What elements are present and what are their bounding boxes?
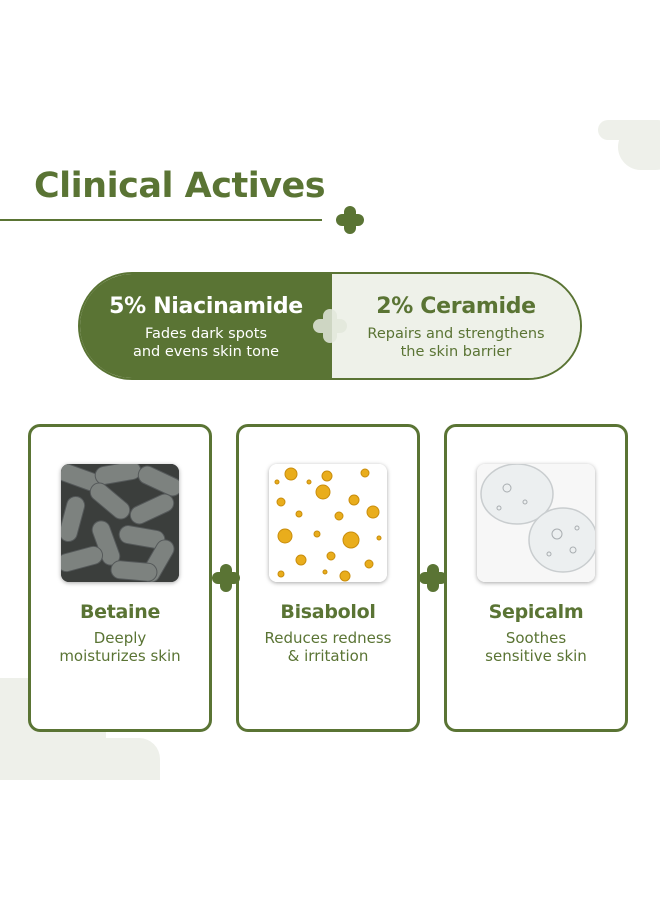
ingredient-name: Sepicalm	[488, 601, 584, 623]
page-title: Clinical Actives	[34, 166, 326, 206]
clear-gel-swatch-image	[477, 464, 595, 582]
highlights-pill: 5% Niacinamide Fades dark spots and even…	[78, 272, 582, 380]
ingredient-name: Bisabolol	[280, 601, 376, 623]
ingredient-desc-line2: & irritation	[287, 647, 369, 665]
gray-capsules-image	[61, 464, 179, 582]
pill-cross-icon	[313, 309, 347, 343]
ingredient-desc-line1: Deeply	[93, 629, 147, 647]
ingredient-desc-line2: sensitive skin	[485, 647, 587, 665]
ingredient-card-sepicalm: Sepicalm Soothes sensitive skin	[444, 424, 628, 732]
golden-oil-droplets-image	[269, 464, 387, 582]
title-underline	[0, 219, 322, 221]
ingredient-desc-line2: moisturizes skin	[59, 647, 181, 665]
highlight-desc-line2: and evens skin tone	[132, 344, 280, 360]
connector-cross-icon	[419, 564, 447, 592]
ingredient-desc-line1: Soothes	[505, 629, 567, 647]
highlight-desc-line1: Fades dark spots	[144, 326, 268, 342]
ingredient-desc-line1: Reduces redness	[264, 629, 392, 647]
ingredient-name: Betaine	[79, 601, 161, 623]
ingredient-desc: Soothes sensitive skin	[447, 629, 625, 665]
decor-blob-top-right-2	[618, 124, 660, 170]
highlight-niacinamide: 5% Niacinamide Fades dark spots and even…	[80, 274, 332, 378]
highlight-ceramide: 2% Ceramide Repairs and strengthens the …	[332, 274, 580, 378]
ingredient-card-betaine: Betaine Deeply moisturizes skin	[28, 424, 212, 732]
connector-cross-icon	[212, 564, 240, 592]
ingredient-desc: Reduces redness & irritation	[239, 629, 417, 665]
decor-blob-bottom-left-2	[0, 738, 160, 780]
highlight-desc-line1: Repairs and strengthens	[367, 326, 545, 342]
highlight-title: 5% Niacinamide	[109, 294, 303, 319]
title-cross-icon	[336, 206, 364, 234]
ingredient-card-bisabolol: Bisabolol Reduces redness & irritation	[236, 424, 420, 732]
ingredient-desc: Deeply moisturizes skin	[31, 629, 209, 665]
highlight-desc-line2: the skin barrier	[400, 344, 512, 360]
highlight-title: 2% Ceramide	[376, 294, 536, 319]
